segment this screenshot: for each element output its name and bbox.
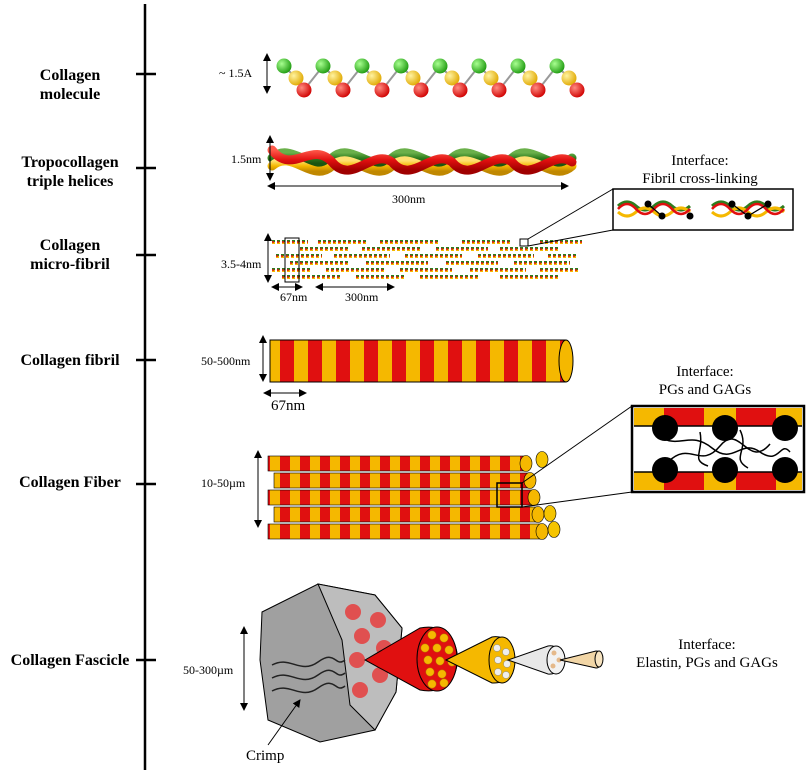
microfibril-strands [272,240,582,279]
molecule-atom [569,82,585,98]
level-label-fascicle: Collagen Fascicle [10,652,130,669]
crosslink-zoom-box [519,238,529,247]
fiber-cross-section-dot [444,645,454,655]
size-label-fibril: 50-500nm [201,354,251,368]
molecule-atom [354,58,370,74]
fiber-rod [267,489,535,506]
molecule-atom [296,82,312,98]
crimp-pointer-arrow [267,699,301,746]
molecule-atom [335,82,351,98]
level-label-fiber: Collagen Fiber [19,474,121,491]
crosslink-bond [747,203,769,217]
fiber-cross-section-dot [439,633,449,643]
pgs-zoom-box [496,482,523,508]
fiber-cross-section-dot [435,656,445,666]
fiber-rod-end [527,489,541,506]
size-label-tropocollagen: 1.5nm [231,152,262,166]
fiber-cross-section-dot [427,679,437,689]
molecule-atom [530,82,546,98]
crosslink-bond [647,203,663,217]
fiber-cross-section-dot [437,669,447,679]
collagen-fiber-bundle [267,451,561,540]
fiber-rod-end [519,455,533,472]
molecule-atom [374,82,390,98]
fiber-cross-section-dot [439,678,449,688]
pgs-inset [630,404,806,494]
fascicle-cone-beige [559,650,604,669]
level-label-microfibril: Collagen micro-fibril [30,237,110,273]
molecule-atom [522,70,538,86]
molecule-atom [315,58,331,74]
crosslink-node [686,212,694,220]
axis-ticks [136,72,156,662]
interface-label-crosslink: Interface: Fibril cross-linking [642,153,758,187]
interface-label-pgs: Interface: PGs and GAGs [658,364,752,398]
crosslink-strand-red [711,202,785,216]
fiber-cross-section-dot [420,643,430,653]
crimp-label: Crimp [246,748,285,764]
fiber-cross-section-dot [423,655,433,665]
crosslink-inset-art [617,200,785,220]
fascicle-cone-yellow [444,636,516,684]
pgs-zoom-line-bottom [521,491,633,508]
crosslink-zoom-line-bottom [527,229,614,247]
fascicle-cone-white [506,645,566,675]
fiber-rod [273,506,539,523]
molecule-atom [483,70,499,86]
crosslink-zoom-line-top [527,188,614,240]
fiber-cross-section-dot [427,630,437,640]
fiber-rod [273,472,531,489]
fiber-rod-end [543,505,557,522]
molecule-atom [561,70,577,86]
level-label-tropocollagen: Tropocollagen triple helices [21,154,119,190]
fiber-cross-section-dot [432,643,442,653]
molecule-atom [405,70,421,86]
molecule-atom [288,70,304,86]
size-label-microfibril: 3.5-4nm [221,257,262,271]
microfibril-period-box [284,237,300,283]
crosslink-strand-yellow [711,206,785,218]
tropocollagen-helix [267,145,577,176]
fiber-rod [267,455,527,472]
collagen-molecule-chain [276,58,585,98]
fiber-cross-section-dot [425,667,435,677]
period-label-microfibril: 67nm [280,290,308,304]
molecule-atom [444,70,460,86]
level-label-molecule: Collagen molecule [39,67,101,103]
molecule-atom [471,58,487,74]
molecule-atom [491,82,507,98]
molecule-atom [327,70,343,86]
size-label-fascicle: 50-300µm [183,663,234,677]
crosslink-bond [731,203,749,217]
fiber-rod [267,523,543,540]
length-label-microfibril: 300nm [345,290,379,304]
molecule-atom [413,82,429,98]
size-label-fiber: 10-50µm [201,476,246,490]
fiber-rod-end [523,472,537,489]
fiber-rod-end [531,506,545,523]
crosslink-strand-yellow [617,206,691,218]
fiber-rod-end [535,451,549,468]
molecule-atom [276,58,292,74]
interface-label-elastin: Interface: Elastin, PGs and GAGs [636,637,778,671]
collagen-fibril-rod [269,339,574,383]
period-label-fibril: 67nm [271,398,306,414]
fiber-rod-end [547,521,561,538]
fiber-rod-end [535,523,549,540]
molecule-atom [432,58,448,74]
level-label-fibril: Collagen fibril [20,352,120,369]
molecule-atom [549,58,565,74]
molecule-atom [452,82,468,98]
length-label-tropocollagen: 300nm [392,192,426,206]
molecule-atom [366,70,382,86]
molecule-atom [510,58,526,74]
molecule-atom [393,58,409,74]
size-label-molecule: ~ 1.5A [219,66,253,80]
pgs-zoom-line-top [521,405,633,484]
